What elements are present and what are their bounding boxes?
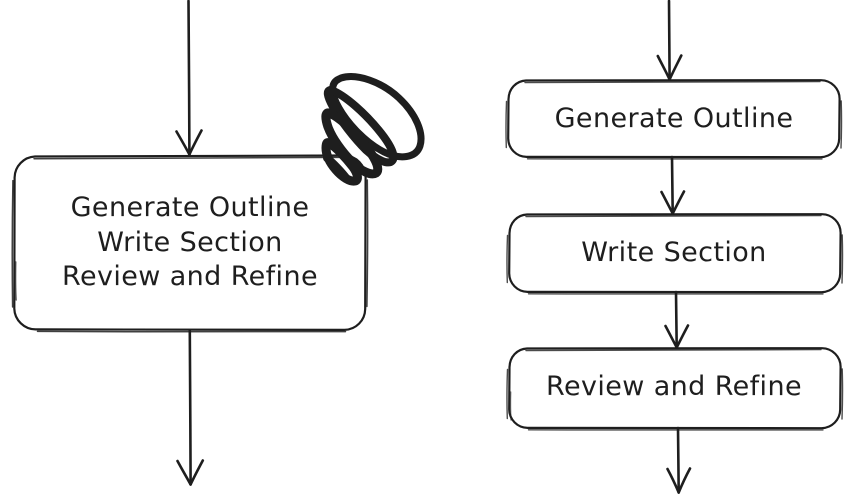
right-connector-arrow-1	[660, 155, 686, 215]
right-outgoing-arrow	[666, 426, 692, 494]
right-node-1-box[interactable]	[505, 79, 843, 160]
left-incoming-arrow	[175, 0, 203, 156]
right-incoming-arrow	[656, 0, 683, 81]
right-connector-arrow-2	[664, 290, 690, 349]
left-outgoing-arrow	[176, 329, 205, 486]
scribble-annotation	[321, 73, 425, 186]
left-merged-node-box[interactable]	[11, 154, 369, 333]
right-node-3-box[interactable]	[506, 347, 844, 431]
right-node-2-box[interactable]	[506, 213, 844, 295]
